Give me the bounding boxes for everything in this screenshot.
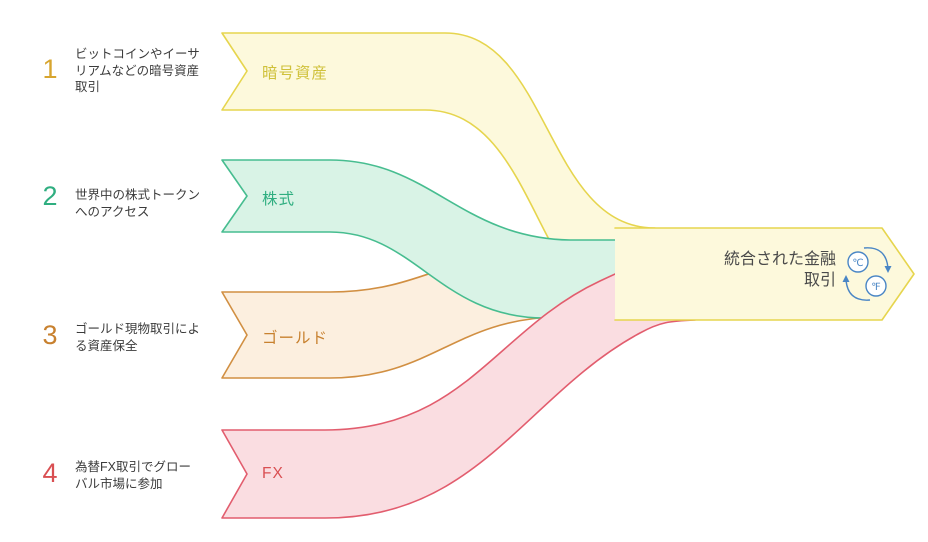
unit-conversion-icon: ℃ ℉ [842, 247, 892, 301]
swap-arrow-bottom-head-icon [842, 275, 850, 282]
swap-arrow-bottom-icon [845, 279, 871, 301]
icon-circle-bottom [865, 275, 887, 297]
fahrenheit-glyph: ℉ [871, 282, 881, 293]
icon-circle-top [847, 251, 869, 273]
swap-arrow-top-icon [863, 247, 889, 269]
merged-arrow-outline [614, 227, 915, 321]
swap-arrow-top-head-icon [884, 266, 892, 273]
celsius-glyph: ℃ [852, 258, 863, 269]
merged-arrow-body [615, 228, 914, 320]
